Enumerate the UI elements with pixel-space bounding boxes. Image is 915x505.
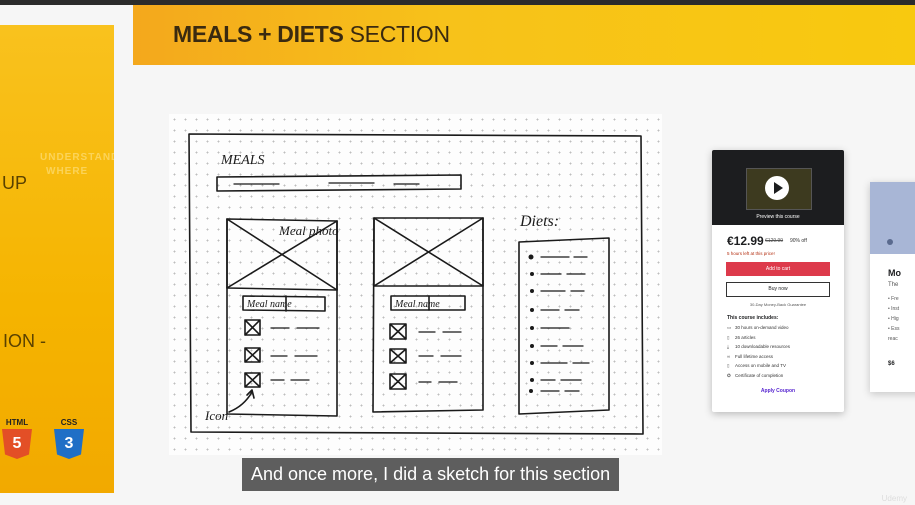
mobile-icon: ▯ (727, 363, 730, 369)
side-card-banner (870, 182, 915, 254)
side-card-bullet: • Fre (888, 296, 899, 302)
dot-icon (887, 239, 893, 245)
time-left-notice: 5 hours left at this price! (727, 251, 775, 256)
side-card-bullets: • Fre • Inst • Hig • Ess reac (888, 296, 899, 346)
infinity-icon: ∞ (727, 353, 731, 359)
include-item: ✪ Certificate of completion (727, 373, 790, 383)
include-text: Access on mobile and TV (735, 363, 786, 369)
previous-slide-panel: UNDERSTAND WHERE UP ION - HTML 5 CSS 3 (0, 25, 114, 493)
sketch-meal-photo-label: Meal photo (278, 223, 339, 238)
slide: UNDERSTAND WHERE UP ION - HTML 5 CSS 3 M… (0, 5, 915, 505)
include-item: ∞ Full lifetime access (727, 354, 790, 364)
css3-logo: CSS 3 (52, 418, 86, 459)
sketch-diets-label: Diets: (519, 213, 559, 230)
side-course-card: Mo The • Fre • Inst • Hig • Ess reac $6 (870, 182, 915, 392)
fragment-ion: ION - (3, 331, 46, 351)
buy-now-button[interactable]: Buy now (726, 282, 830, 297)
course-preview-video[interactable]: Preview this course (712, 150, 844, 225)
add-to-cart-button[interactable]: Add to cart (726, 262, 830, 276)
slide-title-rest: SECTION (343, 21, 450, 47)
include-item: ▭30 hours on-demand video (727, 325, 790, 335)
video-icon: ▭ (727, 325, 732, 330)
certificate-icon: ✪ (727, 372, 731, 378)
slide-header: MEALS + DIETS SECTION (133, 5, 915, 65)
side-card-price: $6 (888, 361, 895, 367)
ghost-text-2: WHERE (46, 166, 89, 177)
discount-label: 90% off (790, 238, 807, 244)
preview-label: Preview this course (756, 214, 800, 220)
download-icon: ⤓ (727, 344, 729, 350)
article-icon: ▯ (727, 334, 730, 340)
slide-title: MEALS + DIETS SECTION (173, 21, 450, 48)
includes-list: ▭30 hours on-demand video ▯ 26 articles ⤓… (727, 325, 790, 383)
include-text: 10 downloadable resources (735, 344, 791, 350)
wireframe-sketch: MEALS Meal photo Meal name Icon (169, 114, 662, 455)
include-text: Certificate of completion (735, 372, 784, 378)
course-purchase-card: Preview this course €12.99 €129.99 90% o… (712, 150, 844, 412)
fragment-up: UP (2, 173, 28, 193)
sketch-meal-name-2: Meal name (394, 299, 440, 310)
html5-shield-icon: 5 (2, 429, 32, 459)
side-card-title: Mo (888, 268, 901, 278)
include-text: 26 articles (735, 334, 756, 340)
html5-logo: HTML 5 (0, 418, 34, 459)
ghost-text-1: UNDERSTAND (40, 152, 114, 163)
include-item: ▯ Access on mobile and TV (727, 363, 790, 373)
video-caption: And once more, I did a sketch for this s… (242, 458, 620, 491)
current-price: €12.99 (727, 234, 764, 248)
include-item: ⤓ 10 downloadable resources (727, 344, 790, 354)
sketch-icon-label: Icon (204, 408, 228, 423)
slide-title-bold: MEALS + DIETS (173, 21, 344, 47)
css-label: CSS (60, 418, 78, 427)
sketch-drawing: MEALS Meal photo Meal name Icon (188, 133, 644, 435)
include-item: ▯ 26 articles (727, 335, 790, 345)
apply-coupon-link[interactable]: Apply Coupon (760, 388, 796, 394)
play-icon[interactable] (765, 176, 789, 200)
udemy-watermark: Udemy (881, 494, 907, 503)
css3-shield-icon: 3 (54, 429, 84, 459)
guarantee-text: 30-Day Money-Back Guarantee (749, 302, 807, 307)
sketch-meal-name-1: Meal name (246, 299, 292, 310)
html-label: HTML (5, 418, 29, 427)
includes-title: This course includes: (727, 315, 779, 321)
include-text: Full lifetime access (735, 353, 774, 359)
original-price: €129.99 (765, 238, 784, 244)
side-card-bullet: • Ess (888, 326, 900, 332)
include-text: 30 hours on-demand video (735, 325, 789, 330)
side-card-bullet: • Inst (888, 306, 900, 312)
side-card-subtitle: The (888, 282, 899, 288)
side-card-bullet: • Hig (888, 316, 899, 322)
sketch-meals-label: MEALS (220, 153, 265, 168)
side-card-bullet: reac (888, 336, 898, 342)
